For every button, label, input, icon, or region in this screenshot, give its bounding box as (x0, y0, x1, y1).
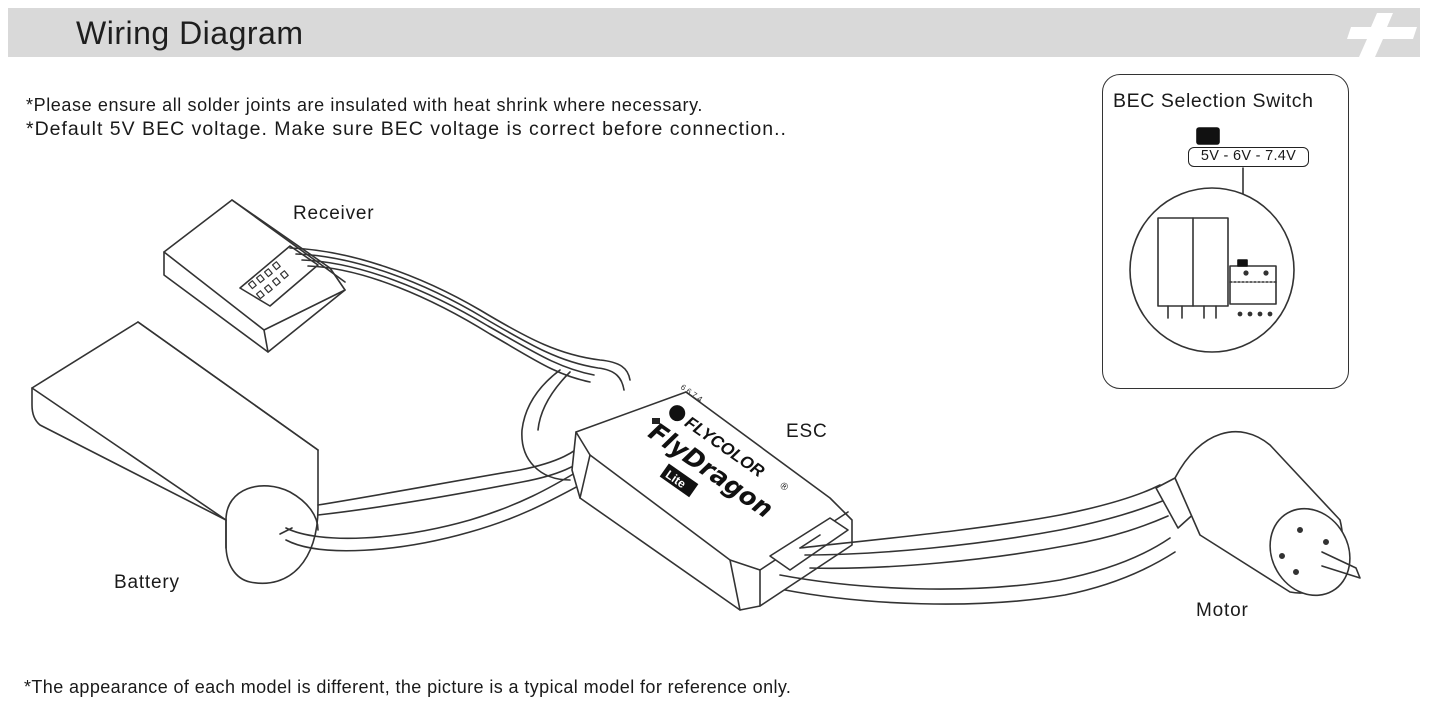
esc-label: ESC (786, 421, 828, 442)
bec-switch-inset (1129, 127, 1295, 353)
bec-panel (1102, 74, 1349, 389)
receiver-unit (163, 199, 346, 353)
brand-logo-icon (1347, 13, 1417, 57)
disclaimer-note: *The appearance of each model is differe… (24, 677, 792, 697)
esc-unit (571, 391, 853, 611)
bec-default-note: *Default 5V BEC voltage. Make sure BEC v… (26, 118, 787, 140)
motor-unit (1155, 430, 1361, 597)
bec-panel-title: BEC Selection Switch (1113, 90, 1314, 112)
receiver-signal-wires (289, 247, 631, 481)
header-bar (8, 8, 1420, 57)
receiver-label: Receiver (293, 203, 375, 224)
battery-label: Battery (114, 572, 180, 593)
battery-pack (31, 321, 319, 585)
page-title: Wiring Diagram (76, 15, 304, 51)
insulation-note: *Please ensure all solder joints are ins… (26, 95, 703, 115)
motor-leads (779, 484, 1176, 605)
bec-voltage-options: 5V - 6V - 7.4V (1188, 147, 1309, 167)
battery-leads (279, 439, 591, 552)
motor-label: Motor (1196, 600, 1249, 621)
